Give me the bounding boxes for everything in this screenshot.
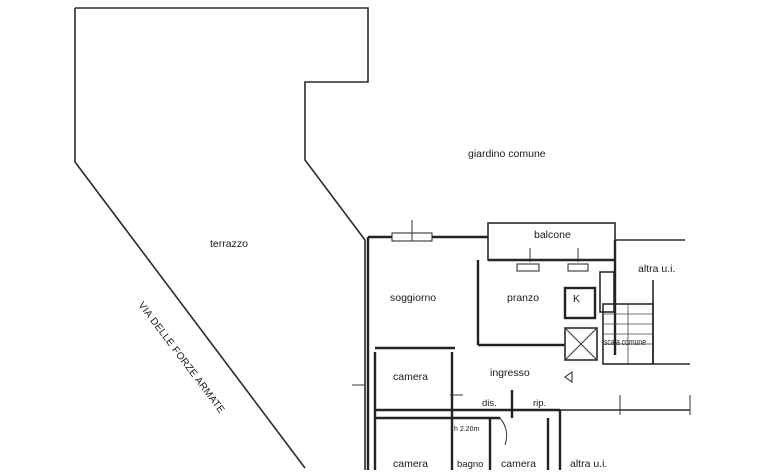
other-unit-label-bottom: altra u.i. [570, 458, 607, 470]
entrance-label: ingresso [490, 367, 530, 379]
terrace-outline [75, 7, 369, 470]
terrace-label: terrazzo [210, 238, 248, 250]
living-room-label: soggiorno [390, 292, 436, 304]
hallway-label: dis. [482, 398, 497, 409]
storage-label: rip. [533, 398, 546, 409]
kitchen-block [563, 286, 597, 320]
dining-label: pranzo [507, 292, 539, 304]
balcony-label: balcone [534, 229, 571, 241]
street-label: VIA DELLE FORZE ARMATE [136, 300, 227, 416]
bedroom-label: camera [393, 371, 428, 383]
balcony-outline [487, 222, 616, 261]
ceiling-height-label: h 2.20m [454, 426, 479, 433]
elevator-cross [564, 327, 598, 361]
kitchen-block [599, 271, 615, 313]
entrance-marker [564, 371, 573, 383]
elevator-box [564, 327, 598, 361]
neighbour-outline [652, 280, 690, 365]
other-unit-label-top: altra u.i. [638, 263, 675, 275]
bathroom-label: bagno [457, 459, 483, 470]
door-swing [499, 417, 508, 446]
window [516, 263, 540, 272]
bedroom-label: camera [501, 458, 536, 470]
bedroom-label: camera [393, 458, 428, 470]
garden-label: giardino comune [468, 148, 546, 160]
window [567, 263, 589, 272]
kitchen-label: K [573, 293, 580, 305]
stair-label: scala comune [604, 337, 646, 348]
street-edge [74, 161, 306, 469]
